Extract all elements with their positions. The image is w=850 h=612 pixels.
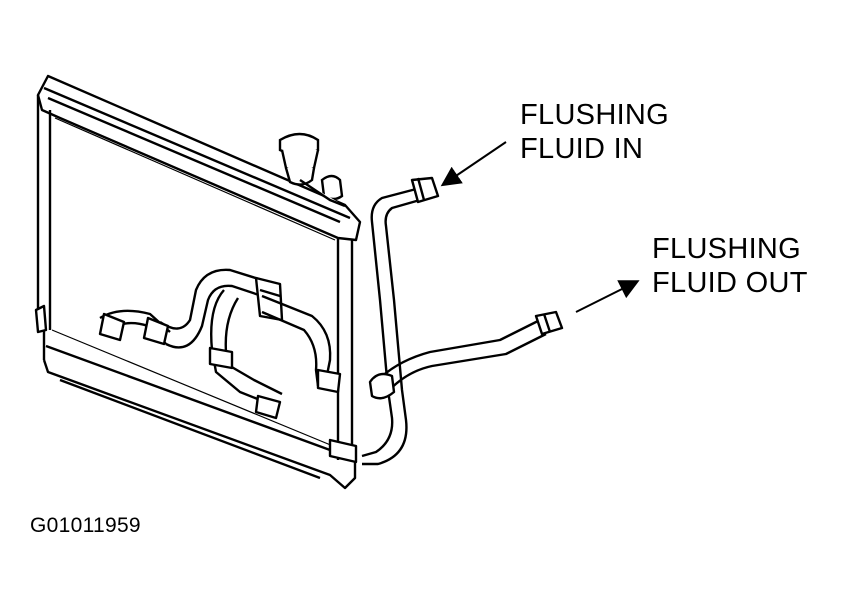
- flushing-fluid-out-label: FLUSHING FLUID OUT: [652, 232, 808, 300]
- flushing-fluid-in-line-1: FLUSHING: [520, 99, 670, 131]
- flushing-fluid-in-line-2: FLUID IN: [520, 133, 644, 165]
- arrow-in: [440, 141, 507, 187]
- flushing-fluid-out-line-1: FLUSHING: [652, 233, 802, 265]
- radiator-cap: [278, 132, 346, 208]
- lower-pipes: [98, 268, 342, 420]
- flushing-fluid-in-label: FLUSHING FLUID IN: [520, 98, 669, 166]
- arrow-out: [575, 280, 640, 313]
- radiator: [34, 74, 362, 490]
- flushing-fluid-out-line-2: FLUID OUT: [652, 267, 808, 299]
- figure-id: G01011959: [30, 514, 141, 537]
- inlet-hose: [361, 176, 440, 466]
- outlet-hose: [368, 310, 564, 400]
